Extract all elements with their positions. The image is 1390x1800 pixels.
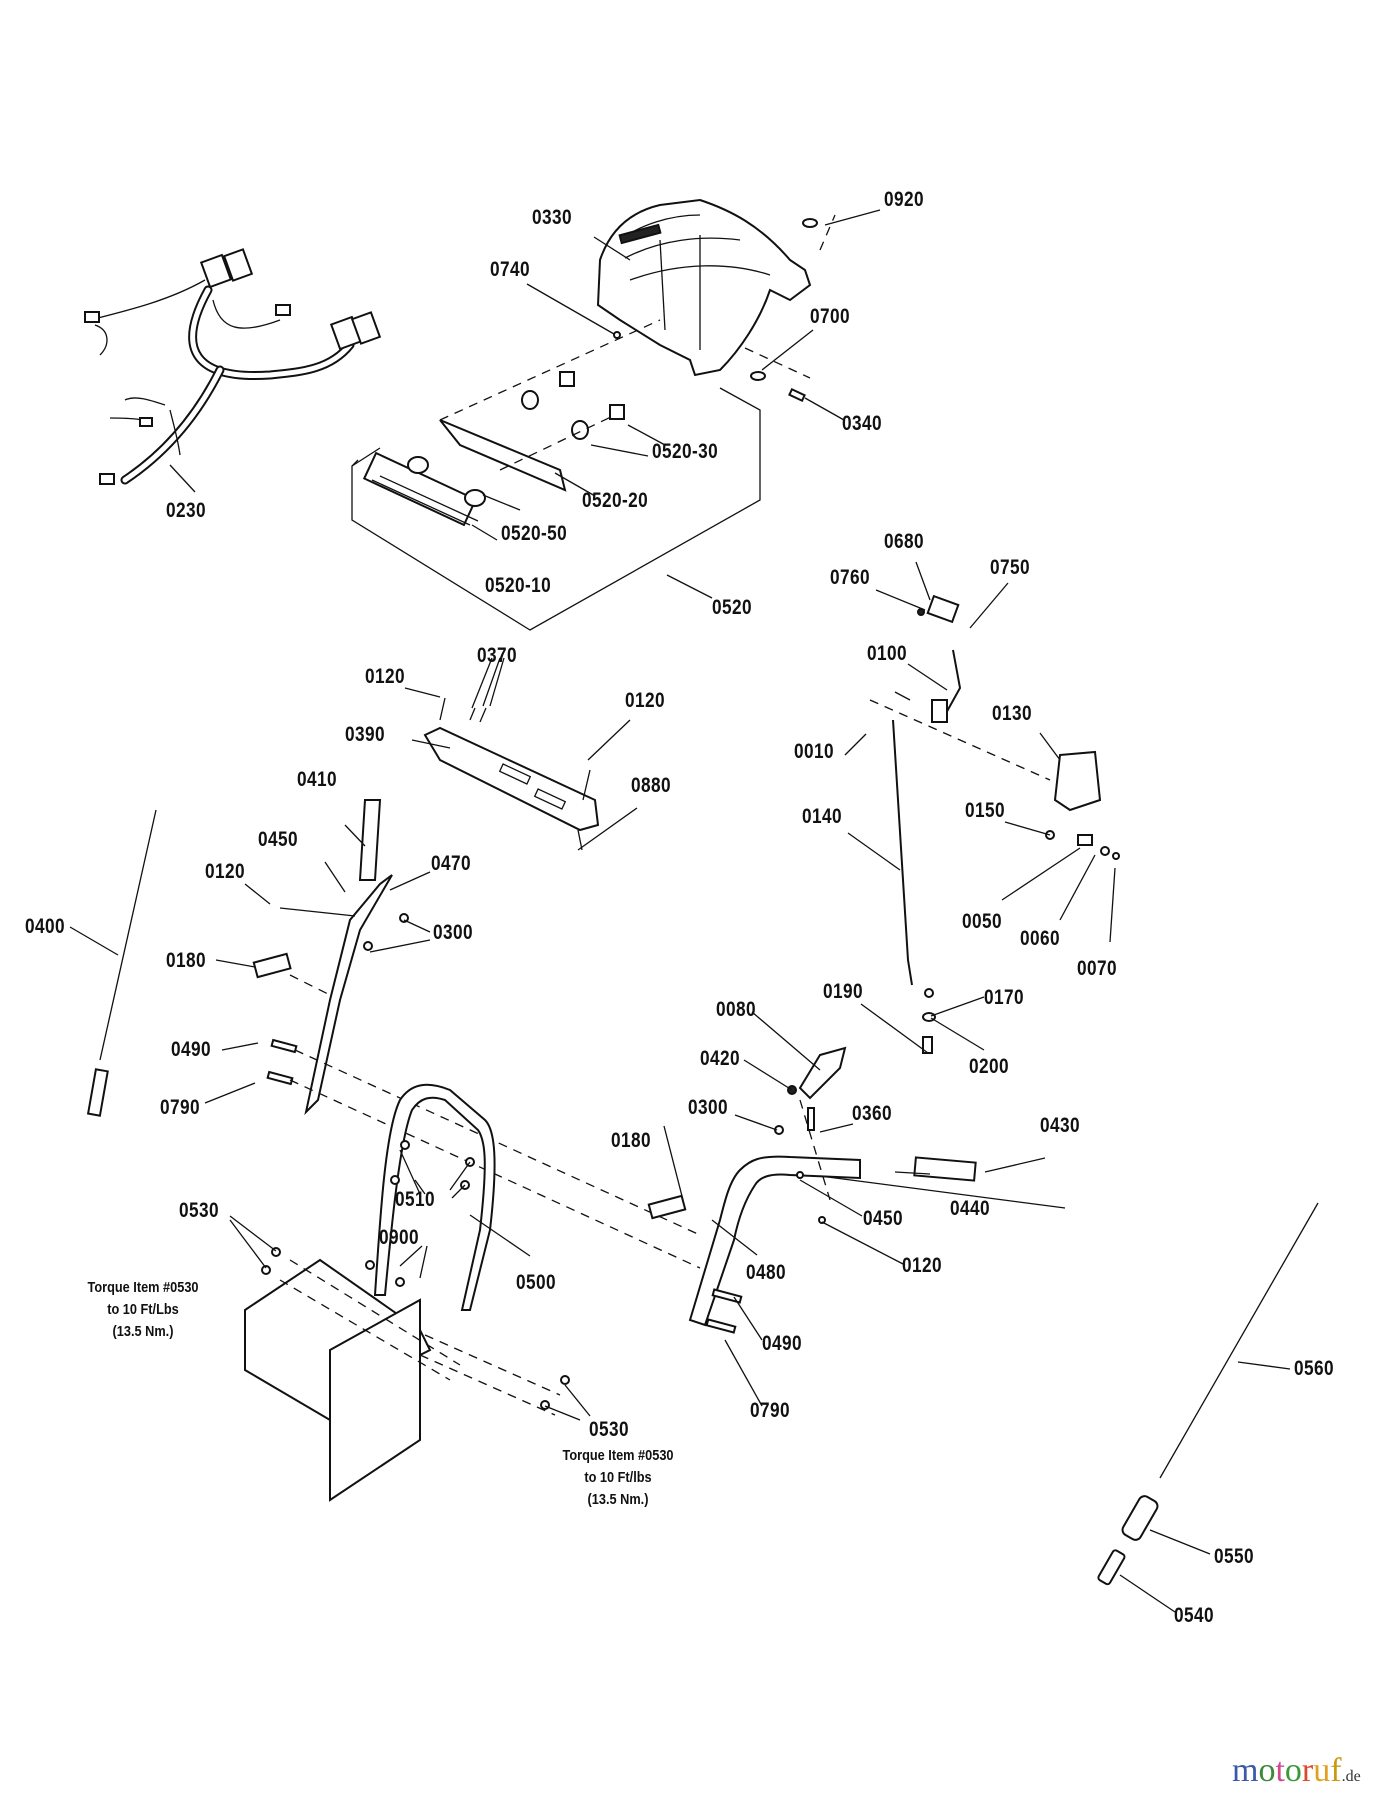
torque-note-line: Torque Item #0530: [562, 1447, 674, 1464]
part-label: 0340: [842, 412, 882, 435]
part-label: 0450: [863, 1207, 903, 1230]
part-label: 0520-30: [652, 440, 719, 463]
part-label: 0520-10: [485, 574, 552, 597]
part-label: 0470: [431, 852, 471, 875]
part-label: 0540: [1174, 1604, 1214, 1627]
part-label: 0180: [611, 1129, 651, 1152]
part-label: 0130: [992, 702, 1032, 725]
part-label: 0790: [160, 1096, 200, 1119]
logo-letter: r: [1301, 1752, 1314, 1789]
part-label: 0490: [171, 1038, 211, 1061]
part-label: 0170: [984, 986, 1024, 1009]
logo-suffix: .de: [1341, 1768, 1361, 1785]
part-label: 0140: [802, 805, 842, 828]
part-label: 0510: [395, 1188, 435, 1211]
part-label: 0180: [166, 949, 206, 972]
logo-letter: u: [1313, 1752, 1331, 1789]
left-handle-0470: [252, 799, 409, 1116]
part-label: 0490: [762, 1332, 802, 1355]
part-label: 0120: [205, 860, 245, 883]
mounting-plate-0390: [423, 697, 600, 851]
part-label: 0200: [969, 1055, 1009, 1078]
part-label: 0330: [532, 206, 572, 229]
light-assembly-0520: [351, 371, 761, 631]
dash-panel-0330: [596, 198, 812, 377]
part-label: 0300: [688, 1096, 728, 1119]
part-label: 0070: [1077, 957, 1117, 980]
cable-0400: [86, 809, 157, 1117]
part-label: 0740: [490, 258, 530, 281]
part-label: 0900: [379, 1226, 419, 1249]
part-label: 0880: [631, 774, 671, 797]
part-label: 0060: [1020, 927, 1060, 950]
part-label: 0390: [345, 723, 385, 746]
part-label: 0120: [365, 665, 405, 688]
logo-letter: m: [1232, 1752, 1259, 1789]
part-label: 0760: [830, 566, 870, 589]
part-label: 0480: [746, 1261, 786, 1284]
part-label: 0190: [823, 980, 863, 1003]
part-label: 0230: [166, 499, 206, 522]
part-label: 0360: [852, 1102, 892, 1125]
right-handle-0480: [647, 1046, 977, 1334]
torque-note-line: (13.5 Nm.): [112, 1323, 174, 1340]
part-label: 0520: [712, 596, 752, 619]
part-label: 0520-50: [501, 522, 568, 545]
part-label: 0120: [902, 1254, 942, 1277]
part-label: 0010: [794, 740, 834, 763]
logo-letter: f: [1330, 1752, 1342, 1789]
wiring-harness-0230: [84, 248, 382, 485]
logo-letter: o: [1258, 1752, 1276, 1789]
torque-note-line: (13.5 Nm.): [587, 1491, 649, 1508]
part-label: 0560: [1294, 1357, 1334, 1380]
part-label: 0440: [950, 1197, 990, 1220]
torque-note-right: Torque Item #0530 to 10 Ft/lbs (13.5 Nm.…: [533, 1445, 703, 1511]
torque-note-line: to 10 Ft/Lbs: [107, 1301, 179, 1318]
logo-letter: t: [1275, 1752, 1285, 1789]
leader-lines: [69, 209, 1291, 1613]
torque-note-left: Torque Item #0530 to 10 Ft/Lbs (13.5 Nm.…: [58, 1277, 228, 1343]
part-label: 0100: [867, 642, 907, 665]
part-label: 0500: [516, 1271, 556, 1294]
part-label: 0050: [962, 910, 1002, 933]
part-label: 0120: [625, 689, 665, 712]
part-label: 0520-20: [582, 489, 649, 512]
torque-note-line: to 10 Ft/lbs: [584, 1469, 652, 1486]
part-label: 0450: [258, 828, 298, 851]
watermark-logo: motoruf.de: [1232, 1752, 1361, 1790]
part-label: 0150: [965, 799, 1005, 822]
part-label: 0920: [884, 188, 924, 211]
part-label: 0430: [1040, 1114, 1080, 1137]
lower-handle-0500: [244, 1083, 570, 1502]
part-label: 0410: [297, 768, 337, 791]
control-linkage: [892, 594, 1120, 1054]
part-label: 0400: [25, 915, 65, 938]
logo-letter: o: [1284, 1752, 1302, 1789]
part-label: 0300: [433, 921, 473, 944]
part-label: 0700: [810, 305, 850, 328]
torque-note-line: Torque Item #0530: [87, 1279, 199, 1296]
part-label: 0420: [700, 1047, 740, 1070]
part-label: 0790: [750, 1399, 790, 1422]
part-label: 0550: [1214, 1545, 1254, 1568]
part-label: 0080: [716, 998, 756, 1021]
part-label: 0680: [884, 530, 924, 553]
cable-0560: [1097, 1202, 1319, 1586]
part-label: 0530: [179, 1199, 219, 1222]
part-label: 0530: [589, 1418, 629, 1441]
part-label: 0370: [477, 644, 517, 667]
part-label: 0750: [990, 556, 1030, 579]
